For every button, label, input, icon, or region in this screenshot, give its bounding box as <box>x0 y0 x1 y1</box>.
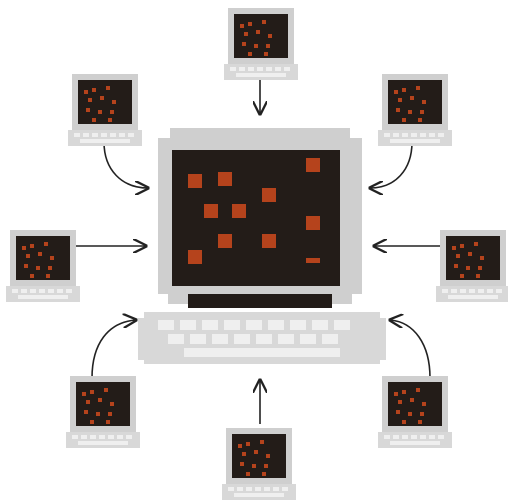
laptop-icon <box>224 8 298 80</box>
laptop-icon <box>68 74 142 146</box>
connection-arrows <box>76 78 440 424</box>
peripheral-laptops <box>6 8 508 500</box>
arrow-bottom-left <box>91 320 136 379</box>
laptop-icon <box>378 376 452 448</box>
laptop-icon <box>222 428 296 500</box>
laptop-icon <box>378 74 452 146</box>
screen-pixels <box>188 158 320 264</box>
arrow-bottom-right <box>390 320 431 379</box>
laptop-icon <box>66 376 140 448</box>
arrow-top-right <box>370 141 413 188</box>
arrow-top-left <box>103 141 148 188</box>
laptop-icon <box>436 230 508 302</box>
desktop-computer-icon <box>138 128 386 364</box>
laptop-icon <box>6 230 80 302</box>
keyboard-icon <box>138 312 386 364</box>
